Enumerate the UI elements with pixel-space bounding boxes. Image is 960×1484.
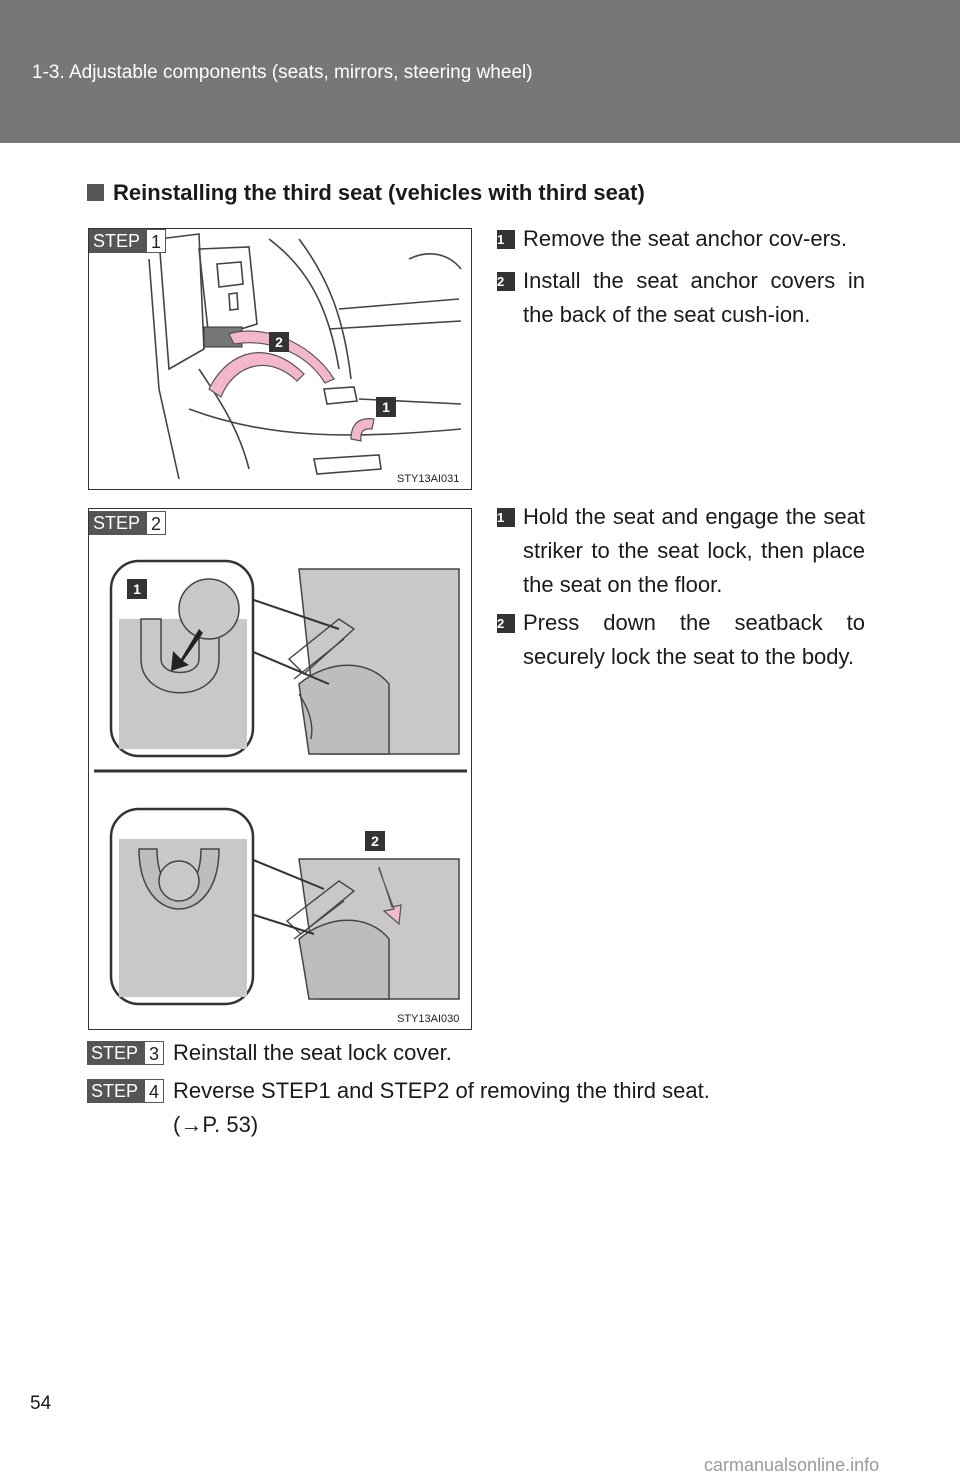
- step3-text: Reinstall the seat lock cover.: [173, 1040, 452, 1065]
- step-tag-label: STEP: [87, 1079, 145, 1103]
- step-tag-label: STEP: [89, 511, 147, 535]
- page-header: 1-3. Adjustable components (seats, mirro…: [0, 0, 960, 143]
- callout-1-label: 1: [133, 581, 141, 597]
- step-tag-number: 4: [144, 1079, 165, 1103]
- step-tag-number: 2: [146, 511, 167, 535]
- list-item: 2 Install the seat anchor covers in the …: [497, 264, 865, 332]
- callout-2-label: 2: [275, 334, 283, 350]
- page-number: 54: [30, 1393, 52, 1414]
- step-tag-label: STEP: [89, 229, 147, 253]
- list-item: 1 Hold the seat and engage the seat stri…: [497, 500, 865, 602]
- callout-2-box: [269, 332, 289, 352]
- step1-descriptions: 1 Remove the seat anchor cov-ers. 2 Inst…: [497, 222, 865, 332]
- watermark: carmanualsonline.info: [704, 1455, 880, 1475]
- bullet-square-icon: [87, 184, 104, 201]
- callout-2-label: 2: [371, 833, 379, 849]
- number-badge: 1: [497, 508, 515, 527]
- step4-page-reference[interactable]: (→P. 53): [173, 1112, 259, 1137]
- list-item-text: Hold the seat and engage the seat strike…: [523, 504, 865, 597]
- callout-2-box: [365, 831, 385, 851]
- callout-1-label: 1: [382, 399, 390, 415]
- list-item-text: Remove the seat anchor cov-ers.: [523, 226, 848, 251]
- step4-text: Reverse STEP1 and STEP2 of removing the …: [173, 1078, 710, 1103]
- list-item: 2 Press down the seatback to securely lo…: [497, 606, 865, 674]
- callout-1-box: [127, 579, 147, 599]
- list-item: 1 Remove the seat anchor cov-ers.: [497, 222, 865, 256]
- figure-code: STY13AI031: [397, 473, 460, 485]
- figure-code: STY13AI030: [397, 1013, 460, 1025]
- step-tag-label: STEP: [87, 1041, 145, 1065]
- list-item-text: Press down the seatback to securely lock…: [523, 610, 865, 669]
- number-badge: 2: [497, 272, 515, 291]
- section-title: Reinstalling the third seat (vehicles wi…: [87, 180, 645, 206]
- list-item-text: Install the seat anchor covers in the ba…: [523, 268, 865, 327]
- section-title-text: Reinstalling the third seat (vehicles wi…: [113, 180, 645, 205]
- header-title: 1-3. Adjustable components (seats, mirro…: [32, 62, 533, 83]
- seat-anchor-illustration: 2 1: [148, 233, 462, 480]
- step2-descriptions: 1 Hold the seat and engage the seat stri…: [497, 500, 865, 674]
- number-badge: 2: [497, 614, 515, 633]
- number-badge: 1: [497, 230, 515, 249]
- step-tag-number: 1: [146, 229, 167, 253]
- callout-1-box: [376, 397, 396, 417]
- step-tag-number: 3: [144, 1041, 165, 1065]
- seat-lock-illustration: 1 2: [94, 559, 467, 1006]
